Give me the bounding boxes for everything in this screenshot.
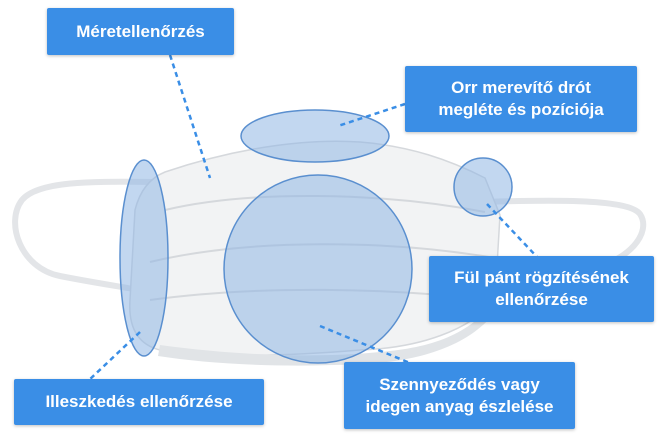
label-ear-loop: Fül pánt rögzítésének ellenőrzése bbox=[429, 256, 654, 322]
connector-ear bbox=[486, 203, 539, 259]
right-ear-loop bbox=[475, 197, 647, 273]
label-nose-wire: Orr merevítő drót megléte és pozíciója bbox=[405, 66, 637, 132]
label-fit-check: Illeszkedés ellenőrzése bbox=[14, 379, 264, 425]
label-nose-wire-line1: Orr merevítő drót bbox=[451, 78, 591, 97]
label-ear-loop-line2: ellenőrzése bbox=[495, 290, 588, 309]
label-nose-wire-line2: megléte és pozíciója bbox=[438, 100, 604, 119]
connector-fit bbox=[87, 331, 141, 382]
label-size-check-text: Méretellenőrzés bbox=[76, 21, 205, 41]
highlight-size-area bbox=[119, 159, 169, 357]
highlight-nose-wire bbox=[240, 109, 390, 163]
label-contamination-line1: Szennyeződés vagy bbox=[379, 374, 540, 394]
label-contamination: Szennyeződés vagy idegen anyag észlelése bbox=[344, 362, 575, 429]
label-ear-loop-line1: Fül pánt rögzítésének bbox=[454, 268, 629, 287]
label-contamination-line2: idegen anyag észlelése bbox=[365, 396, 554, 416]
label-size-check: Méretellenőrzés bbox=[47, 8, 234, 55]
left-ear-loop bbox=[12, 178, 171, 295]
highlight-ear-loop bbox=[453, 157, 513, 217]
connector-nose bbox=[337, 102, 406, 128]
highlight-contamination bbox=[223, 174, 413, 364]
label-fit-check-text: Illeszkedés ellenőrzése bbox=[45, 392, 233, 411]
connector-contamination bbox=[319, 324, 411, 365]
mask-edge-shadow bbox=[158, 300, 495, 366]
connector-size bbox=[168, 54, 212, 179]
